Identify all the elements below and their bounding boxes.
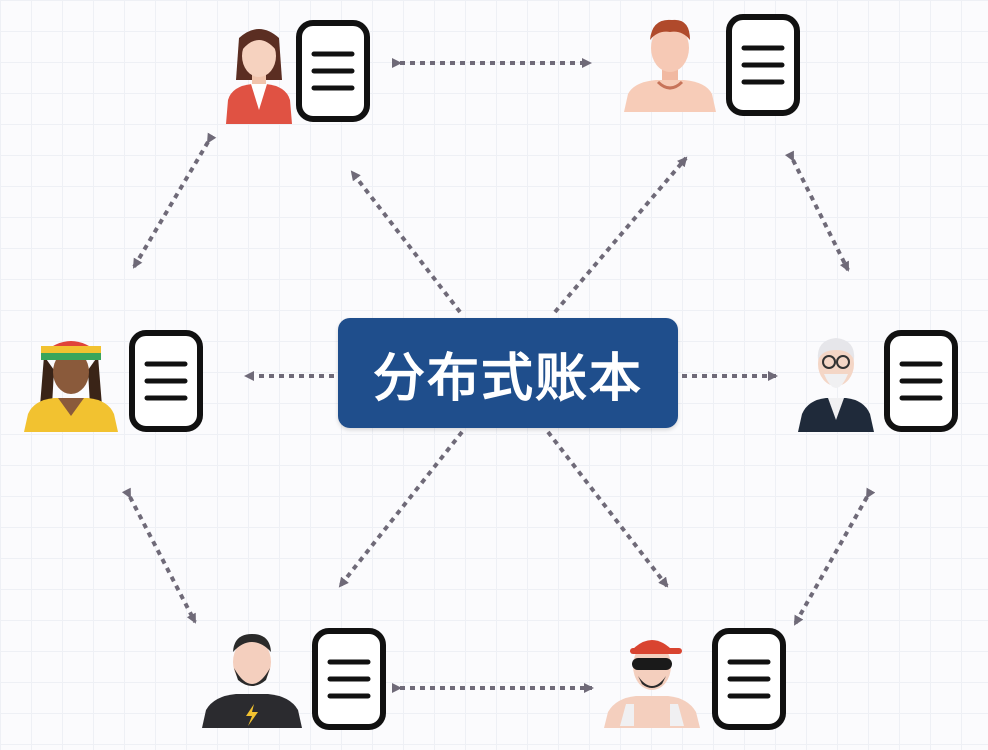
ledger-icon bbox=[712, 628, 786, 730]
distributed-ledger-box: 分布式账本 bbox=[338, 318, 678, 428]
woman-icon bbox=[226, 29, 292, 124]
spoke-top-right bbox=[553, 156, 688, 314]
arrow-right-upper bbox=[784, 150, 850, 272]
ledger-icon bbox=[296, 20, 370, 122]
center-label: 分布式账本 bbox=[372, 348, 643, 409]
man-icon bbox=[624, 19, 716, 112]
spoke-top-left bbox=[350, 170, 462, 314]
cap-man-icon bbox=[604, 640, 700, 728]
spoke-bottom-left bbox=[338, 430, 464, 588]
rasta-man-icon bbox=[24, 341, 118, 432]
ledger-icon bbox=[312, 628, 386, 730]
old-man-icon bbox=[798, 338, 874, 432]
arrow-left-upper bbox=[132, 132, 217, 269]
spoke-bottom-right bbox=[546, 430, 669, 588]
ledger-icon bbox=[884, 330, 958, 432]
ledger-icon bbox=[726, 14, 800, 116]
bearded-man-icon bbox=[202, 634, 302, 728]
ledger-icon bbox=[129, 330, 203, 432]
arrow-right-lower bbox=[793, 487, 876, 626]
arrow-left-lower bbox=[121, 487, 197, 624]
